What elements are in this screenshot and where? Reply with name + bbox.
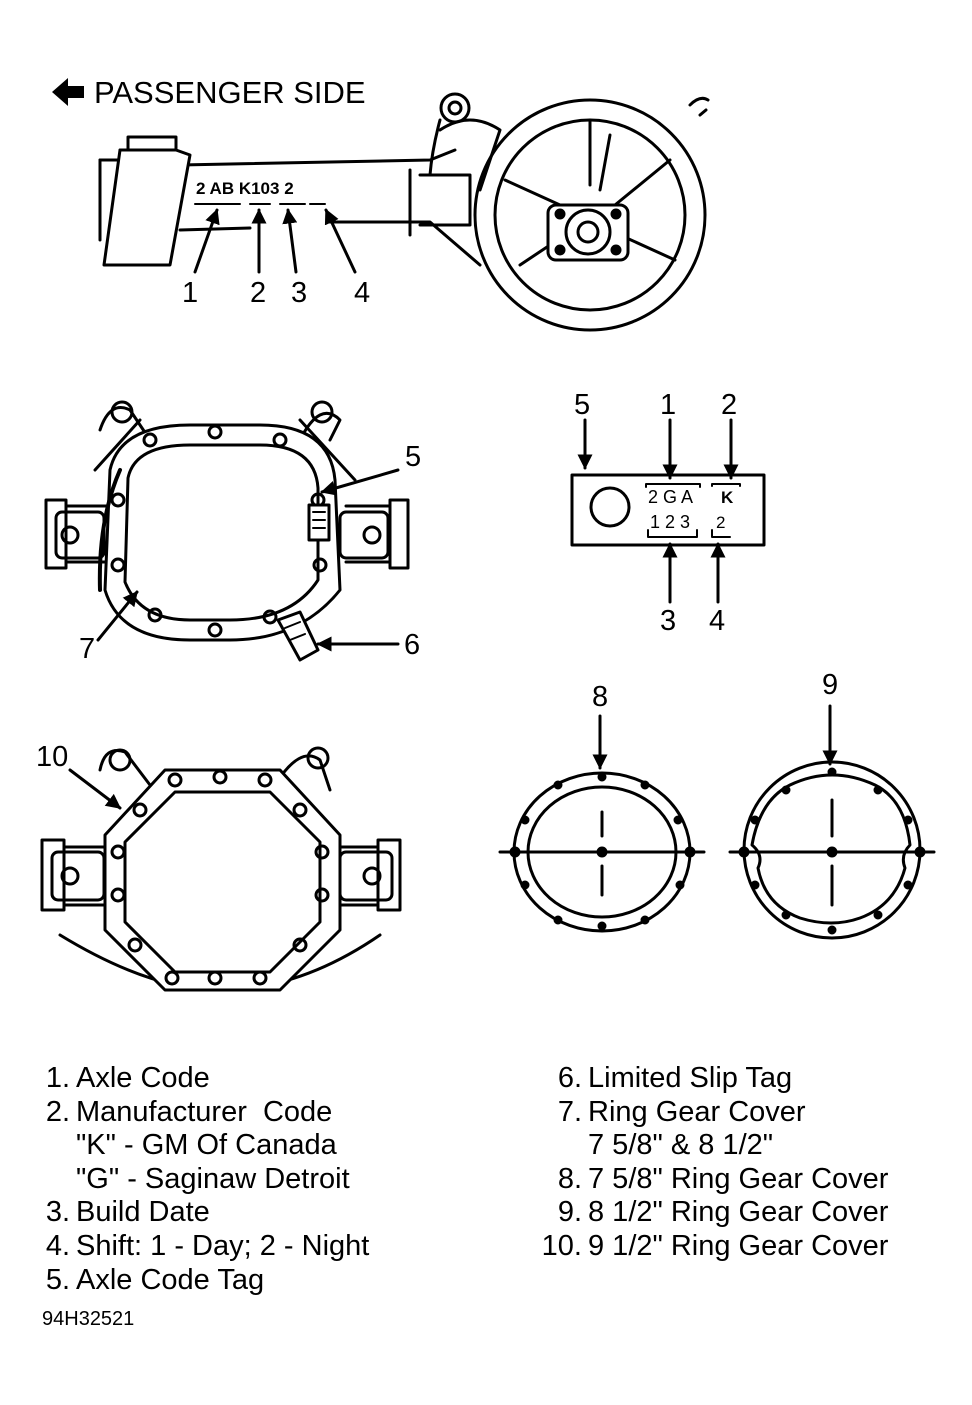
- axle-code-stamp: 2 AB K103 2: [194, 179, 326, 205]
- legend-item: 2.Manufacturer Code: [40, 1096, 369, 1130]
- callout-2-tag: 2: [721, 389, 737, 421]
- legend-item-number: 7.: [557, 1095, 582, 1128]
- legend-item-text: 8 1/2" Ring Gear Cover: [588, 1196, 889, 1229]
- legend-item: 10.9 1/2" Ring Gear Cover: [534, 1229, 889, 1264]
- legend-item-number: 5.: [45, 1263, 70, 1296]
- callout-3-stamp: 3: [291, 277, 307, 309]
- callout-3-tag: 3: [660, 605, 676, 637]
- callout-4-stamp: 4: [354, 277, 370, 309]
- legend-item-number: 3.: [45, 1196, 70, 1229]
- tag-top-text: 2 G A: [648, 487, 693, 507]
- axle-housing-side-view: [98, 92, 710, 332]
- callout-8: 8: [592, 681, 608, 713]
- legend-item-text: Limited Slip Tag: [588, 1062, 793, 1094]
- passenger-side-label: PASSENGER SIDE: [94, 75, 366, 110]
- legend-item-number: 10.: [541, 1229, 582, 1262]
- legend-item-number: 2.: [45, 1095, 70, 1128]
- legend-item: 5.Axle Code Tag: [40, 1264, 369, 1298]
- legend-item-text: 7 5/8" Ring Gear Cover: [588, 1162, 889, 1195]
- callout-10: 10: [36, 741, 68, 773]
- legend-item: 4.Shift: 1 - Day; 2 - Night: [40, 1229, 370, 1264]
- legend-item: 3.Build Date: [40, 1196, 369, 1230]
- callout-6-cover: 6: [404, 629, 420, 661]
- callout-1-stamp: 1: [182, 277, 198, 309]
- legend-item-text: Ring Gear Cover: [588, 1095, 806, 1128]
- axle-code-tag-detail: 2 G A K 1 2 3 2: [570, 473, 766, 547]
- legend-item-text: Shift: 1 - Day; 2 - Night: [76, 1229, 370, 1262]
- stamp-callout-arrows: [193, 208, 357, 274]
- legend-item-number: 6.: [557, 1062, 582, 1094]
- legend-item: "K" - GM Of Canada: [40, 1129, 369, 1163]
- callout-5-tag: 5: [574, 389, 590, 421]
- tag-bottom-right: 2: [716, 513, 725, 532]
- differential-cover-rear-view: [44, 400, 410, 662]
- callout-1-tag: 1: [660, 389, 676, 421]
- legend-item-number: 8.: [557, 1162, 582, 1195]
- legend-item-number: [40, 1163, 70, 1197]
- legend-item-number: 4.: [45, 1229, 70, 1262]
- callout-2-stamp: 2: [250, 277, 266, 309]
- ring-gear-cover-8-1-2: [728, 760, 936, 940]
- legend-item-text: Axle Code Tag: [76, 1263, 265, 1296]
- callout-5-cover: 5: [405, 441, 421, 473]
- callout-9: 9: [822, 669, 838, 701]
- legend-item-text: "K" - GM Of Canada: [76, 1129, 337, 1162]
- figure-id: 94H32521: [42, 1308, 135, 1330]
- legend-item: "G" - Saginaw Detroit: [40, 1163, 369, 1197]
- legend-item-number: 1.: [45, 1062, 70, 1094]
- tag-top-right: K: [721, 488, 734, 507]
- callout-4-tag: 4: [709, 605, 725, 637]
- callout-10-arrow: [68, 768, 122, 810]
- legend-item: 7.Ring Gear Cover: [534, 1096, 888, 1130]
- ring-gear-cover-9-5: [40, 746, 402, 992]
- legend-item-text: "G" - Saginaw Detroit: [76, 1162, 350, 1195]
- tag-bottom-text: 1 2 3: [650, 512, 690, 532]
- left-arrow-icon: [52, 78, 84, 106]
- callout-7-cover: 7: [79, 633, 95, 665]
- tag-callout-arrows: [577, 418, 739, 604]
- legend-item-number: [40, 1129, 70, 1163]
- axle-code-stamp-text: 2 AB K103 2: [196, 179, 294, 198]
- legend-item-text: Build Date: [76, 1196, 210, 1229]
- legend-item: 6.Limited Slip Tag: [534, 1062, 888, 1096]
- legend-item: 8.7 5/8" Ring Gear Cover: [534, 1162, 889, 1197]
- legend-item-number: 9.: [557, 1196, 582, 1229]
- legend-item-text: 7 5/8" & 8 1/2": [588, 1129, 774, 1162]
- legend-item: 7 5/8" & 8 1/2": [534, 1129, 888, 1163]
- legend-item: 1.Axle Code: [40, 1062, 369, 1096]
- legend-item-text: Manufacturer Code: [76, 1095, 333, 1128]
- passenger-side-header: PASSENGER SIDE: [52, 75, 366, 110]
- legend-item-text: 9 1/2" Ring Gear Cover: [588, 1229, 889, 1262]
- legend-item-text: Axle Code: [76, 1062, 210, 1094]
- legend-item-number: [534, 1129, 582, 1163]
- legend-item: 9.8 1/2" Ring Gear Cover: [534, 1196, 889, 1230]
- cover-callout-arrows: [96, 468, 400, 652]
- ring-gear-cover-7-5-8: [498, 771, 706, 933]
